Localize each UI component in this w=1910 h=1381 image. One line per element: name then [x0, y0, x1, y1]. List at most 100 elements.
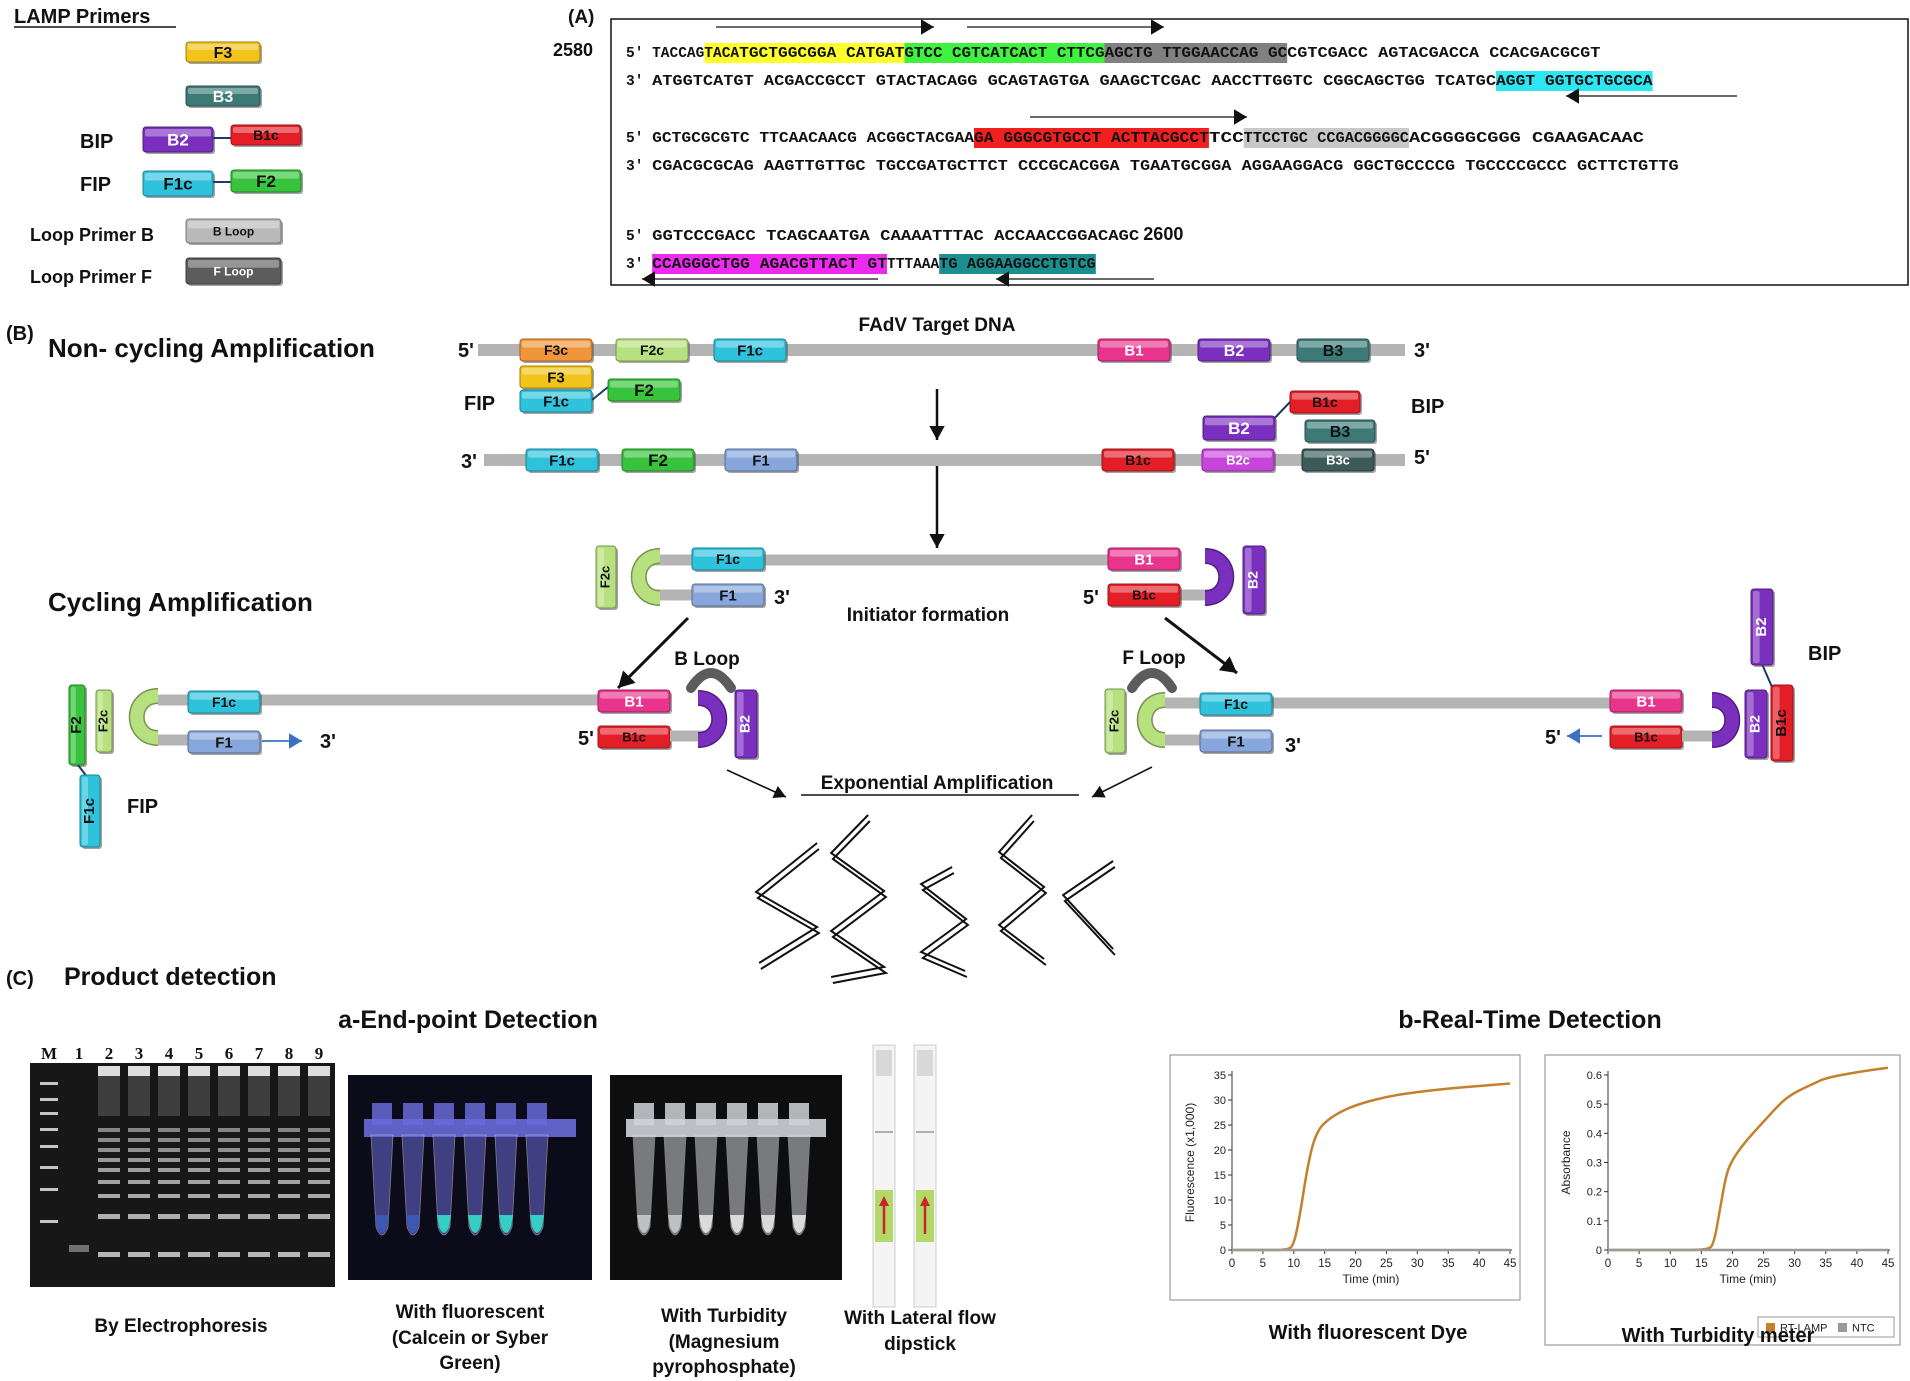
arrow-head: [1567, 728, 1580, 744]
bip-label: BIP: [1808, 643, 1841, 665]
dna-strand: [650, 554, 1110, 566]
f2-primer-block: F2: [621, 448, 696, 473]
x-tick-label: 20: [1349, 1258, 1362, 1270]
x-tick-label: 30: [1411, 1258, 1424, 1270]
sequence-segment: ACGGGGCGGG CGAAGACAAC: [1409, 131, 1644, 147]
gel-lane-label: 4: [165, 1044, 174, 1063]
primer-label: B2: [1753, 617, 1770, 636]
y-tick-label: 25: [1214, 1120, 1226, 1132]
gel-lane-label: 3: [135, 1044, 144, 1063]
sequence-highlight: [704, 43, 740, 63]
f-loop-primer-block: F Loop: [185, 257, 283, 286]
b2-vertical-block: B2: [734, 689, 759, 760]
primer-label: B1c: [253, 127, 279, 143]
primer-label: F3: [547, 369, 565, 386]
hairpin-loop: [1138, 693, 1166, 747]
initiator-label: Initiator formation: [847, 605, 1010, 626]
y-tick-label: 10: [1214, 1195, 1226, 1207]
target-dna-label: FAdV Target DNA: [859, 315, 1016, 336]
sequence-segment: TG AGGAAGGCCTGTCG: [939, 257, 1096, 273]
arrow-head: [1234, 109, 1247, 125]
gel-caption: By Electrophoresis: [94, 1316, 267, 1337]
f1c-primer-block: F1c: [1199, 692, 1274, 717]
b2-primer-block: B2: [142, 126, 215, 154]
b1c-vertical-block: B1c: [1770, 684, 1795, 763]
primer-label: F2c: [1106, 710, 1121, 732]
f3-primer-block: F3: [185, 41, 262, 64]
x-tick-label: 30: [1788, 1258, 1801, 1270]
b1-primer-block: B1: [1097, 338, 1172, 363]
x-tick-label: 40: [1473, 1258, 1486, 1270]
fip-label: FIP: [127, 796, 158, 818]
f2c-primer-block: F2c: [615, 338, 690, 363]
product-detection-title: Product detection: [64, 963, 277, 991]
primer-label: F1: [1227, 733, 1245, 750]
primer-label: F2: [256, 172, 276, 191]
amplified-dna-zigzag: [1063, 866, 1116, 956]
amplified-dna-zigzag: [829, 814, 887, 978]
primer-label: B1: [624, 693, 643, 710]
strand-prefix: 5': [626, 131, 643, 147]
f1c-primer-block: F1c: [187, 690, 262, 715]
lateral-flow-dipstick: [872, 1044, 937, 1308]
primer-label: B2: [1228, 419, 1250, 438]
primer-label: F1c: [163, 175, 192, 194]
dipstick-caption: dipstick: [884, 1334, 956, 1355]
arrow-head: [618, 670, 636, 688]
x-tick-label: 15: [1318, 1258, 1331, 1270]
sequence-segment: GGTCCCGACC TCAGCAATGA CAAAATTTAC ACCAACC…: [652, 229, 1140, 245]
y-tick-label: 0.3: [1587, 1158, 1602, 1170]
primer-label: F2: [68, 716, 85, 734]
arrow-head: [1566, 88, 1579, 104]
primer-label: B2c: [1226, 453, 1250, 468]
sequence-segment: GCTGCGCGTC TTCAACAACG ACGGCTACGAA: [652, 131, 974, 147]
sequence-segment: CGTCGACC AGTACGACCA CCACGACGCGT: [1287, 46, 1601, 62]
sequence-highlight: [1496, 71, 1653, 91]
primer-label: B1c: [622, 730, 646, 745]
turbidity-caption: pyrophosphate): [652, 1357, 796, 1378]
exponential-label: Exponential Amplification: [821, 773, 1054, 794]
primer-label: F Loop: [214, 264, 254, 278]
sequence-segment: TCC: [1209, 131, 1244, 147]
sequence-segment: CGACGCGCAG AAGTTGTTGC TGCCGATGCTTCT CCCG…: [652, 159, 1679, 175]
legend-swatch: [1838, 1323, 1847, 1332]
x-tick-label: 10: [1664, 1258, 1677, 1270]
non-cycling-title: Non- cycling Amplification: [48, 333, 375, 363]
y-tick-label: 5: [1220, 1220, 1226, 1232]
primer-label: F1: [719, 587, 737, 604]
f2c-vertical-block: F2c: [1104, 688, 1127, 755]
primer-label: F3: [214, 45, 233, 62]
amplified-dna-zigzag: [1061, 860, 1114, 950]
f1c-vertical-block: F1c: [79, 774, 102, 849]
realtime-title: b-Real-Time Detection: [1398, 1006, 1661, 1034]
dna-strand: [1682, 730, 1720, 742]
chart-frame: [1169, 1054, 1521, 1301]
fip-label: FIP: [464, 393, 495, 415]
dna-strand: [1165, 697, 1620, 709]
sequence-segment: AGCTG TTGGAACCAG GC: [1105, 46, 1288, 62]
strand-prefix: 3': [626, 74, 643, 90]
primer-label: F1c: [543, 393, 569, 410]
x-tick-label: 45: [1882, 1258, 1895, 1270]
f1c-primer-block: F1c: [519, 389, 594, 414]
amplified-dna-zigzag: [920, 872, 970, 978]
three-prime-label: 3': [320, 731, 336, 753]
primer-label: F2: [648, 451, 668, 470]
b2-primer-block: B2: [1197, 338, 1272, 363]
fluorescence-caption: With fluorescent: [396, 1302, 545, 1323]
gel-lane-label: 5: [195, 1044, 204, 1063]
y-axis-label: Fluorescence (x1,000): [1183, 1103, 1197, 1222]
strand-prefix: 5': [626, 229, 643, 245]
sequence-highlight: [939, 254, 1096, 274]
b1c-primer-block: B1c: [1101, 448, 1176, 473]
sequence-start-position: 2580: [553, 40, 593, 60]
sequence-highlight: [1243, 128, 1409, 148]
arrow-head: [929, 534, 945, 548]
gel-lane-label: 8: [285, 1044, 294, 1063]
sequence-segment: TTTAAA: [887, 257, 939, 273]
f1-primer-block: F1: [187, 730, 262, 755]
arrow-head: [1218, 656, 1237, 673]
primer-label: B1c: [1773, 709, 1790, 737]
y-tick-label: 0.4: [1587, 1128, 1602, 1140]
arrow-head: [772, 786, 786, 799]
